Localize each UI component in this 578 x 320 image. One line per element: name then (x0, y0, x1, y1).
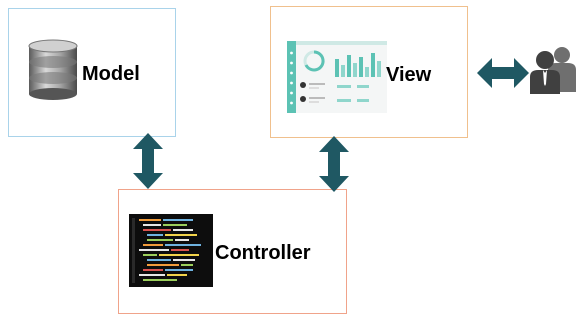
model-controller-arrow (133, 133, 163, 189)
view-controller-arrow (319, 136, 349, 192)
controller-box: Controller (118, 189, 347, 314)
view-users-arrow (477, 58, 529, 88)
controller-label: Controller (215, 242, 311, 264)
code-editor-icon (129, 214, 213, 287)
view-label: View (386, 64, 432, 86)
dashboard-screenshot-icon (287, 41, 387, 113)
view-box: View (270, 6, 468, 138)
model-box: Model (8, 8, 176, 137)
database-icon (28, 39, 78, 100)
model-label: Model (82, 63, 140, 85)
users-icon (530, 47, 576, 94)
